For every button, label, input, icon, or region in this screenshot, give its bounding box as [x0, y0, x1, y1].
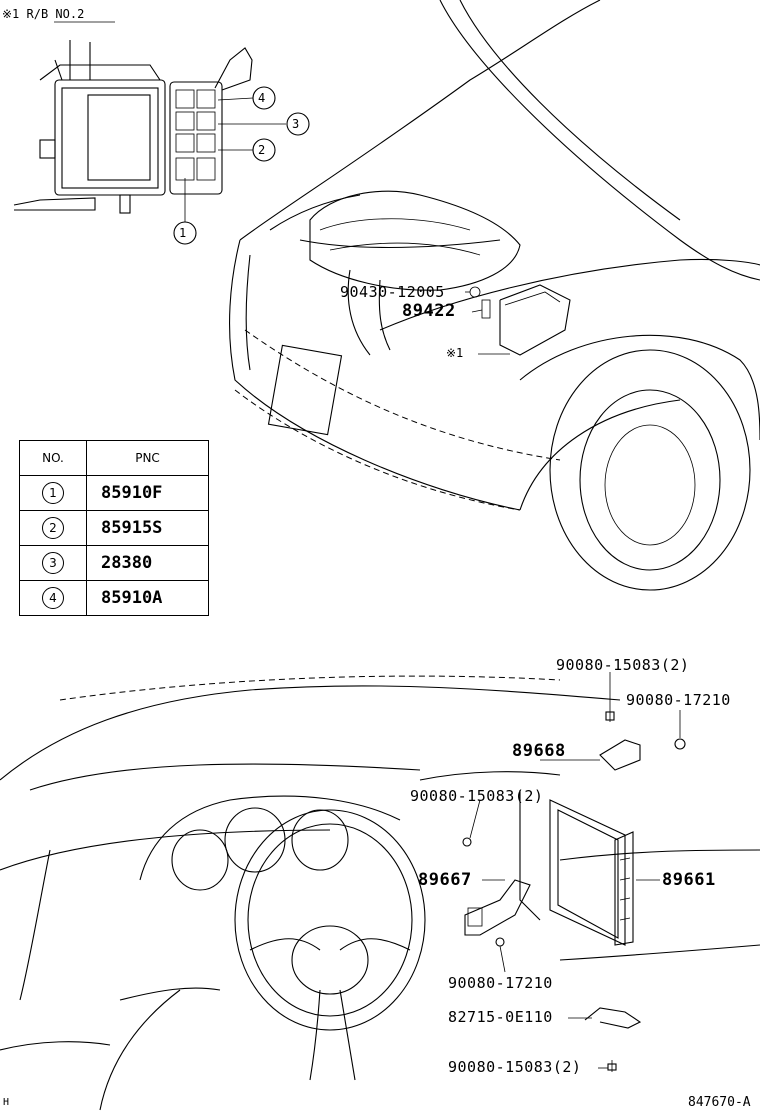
- table-row: 1 85910F: [19, 475, 209, 511]
- relay-block-note: ※1 R/B NO.2: [2, 7, 85, 21]
- table-row: 2 85915S: [19, 510, 209, 546]
- relay-block-drawing: [13, 21, 310, 245]
- label-relay-ref: ※1: [446, 346, 464, 360]
- label-90080-15083-top: 90080-15083(2): [556, 656, 690, 674]
- table-row: 3 28380: [19, 545, 209, 581]
- label-89422: 89422: [402, 301, 456, 321]
- header-no: NO.: [19, 440, 87, 476]
- row-number-circle: 3: [42, 552, 64, 574]
- footer-left-mark: H: [3, 1097, 10, 1108]
- callout-4-number: 4: [258, 91, 266, 105]
- label-82715-0e110: 82715-0E110: [448, 1008, 553, 1026]
- dashboard-drawing: [0, 672, 760, 1111]
- label-89668: 89668: [512, 741, 566, 761]
- table-row: 4 85910A: [19, 580, 209, 616]
- row-number-circle: 2: [42, 517, 64, 539]
- row-pnc: 85910F: [86, 475, 209, 511]
- vehicle-front-drawing: [229, 0, 760, 591]
- diagram-code: 847670-A: [688, 1095, 751, 1110]
- row-pnc: 28380: [86, 545, 209, 581]
- pnc-table-header: NO. PNC: [19, 440, 209, 476]
- header-pnc: PNC: [86, 440, 209, 476]
- label-90080-17210-bottom: 90080-17210: [448, 974, 553, 992]
- row-pnc: 85910A: [86, 580, 209, 616]
- label-89667: 89667: [418, 870, 472, 890]
- callout-2-number: 2: [258, 143, 266, 157]
- callout-3-number: 3: [292, 117, 300, 131]
- row-number-circle: 1: [42, 482, 64, 504]
- pnc-table: NO. PNC 1 85910F 2 85915S 3 28380 4 8591…: [19, 440, 209, 616]
- label-90080-15083-mid: 90080-15083(2): [410, 787, 544, 805]
- row-pnc: 85915S: [86, 510, 209, 546]
- label-89661: 89661: [662, 870, 716, 890]
- label-90080-17210-top: 90080-17210: [626, 691, 731, 709]
- callout-1-number: 1: [179, 226, 187, 240]
- label-90080-15083-bottom: 90080-15083(2): [448, 1058, 582, 1076]
- label-90430-12005: 90430-12005: [340, 283, 445, 301]
- row-number-circle: 4: [42, 587, 64, 609]
